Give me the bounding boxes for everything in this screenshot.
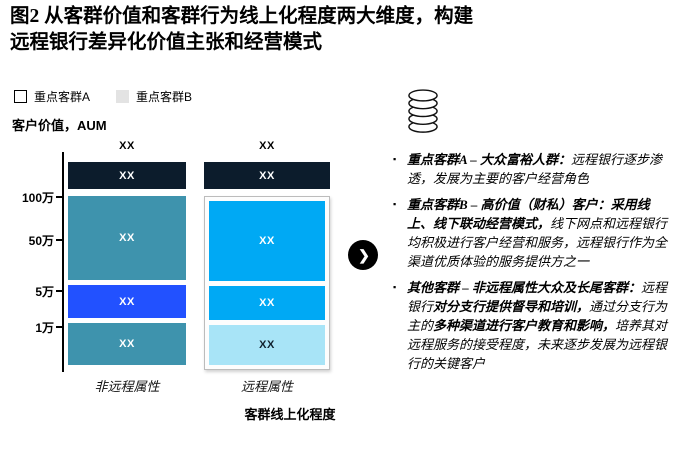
matrix-cell: XX [68, 162, 186, 189]
text-run: 对分支行提供督导和培训， [433, 299, 590, 314]
column-remote: XX XX XX XX XX [204, 140, 330, 370]
legend: 重点客群A 重点客群B [14, 88, 192, 105]
chevron-right-icon: ❯ [348, 240, 378, 270]
column-top-label: XX [259, 140, 275, 152]
bullet-icon: ▪ [393, 199, 397, 209]
text-run: 通过分支行为主的 [407, 299, 668, 333]
y-tick-label: 50万 [28, 234, 54, 248]
list-item: ▪ 重点客群A – 大众富裕人群：远程银行逐步渗透，发展为主要的客户经营角色 [393, 150, 669, 188]
y-tick-label: 1万 [35, 321, 54, 335]
coins-icon [404, 84, 442, 134]
matrix-cell: XX [209, 201, 325, 281]
y-tick-mark [56, 290, 63, 292]
legend-swatch-a [14, 90, 27, 103]
column-non-remote: XX XX XX XX XX [68, 140, 186, 365]
text-run: 远程银行逐步渗透，发展为主要的客户经营角色 [407, 152, 662, 186]
figure-title: 图2 从客群价值和客群行为线上化程度两大维度，构建远程银行差异化价值主张和经营模… [10, 6, 474, 53]
text-run: 其他客群 – 非远程属性大众及长尾客群： [407, 280, 642, 295]
y-tick-mark [56, 239, 63, 241]
chevron-glyph: ❯ [358, 246, 370, 263]
bullet-icon: ▪ [393, 154, 397, 164]
column-top-label: XX [119, 140, 135, 152]
legend-item-a: 重点客群A [14, 88, 90, 105]
y-axis-line [62, 152, 64, 372]
matrix-cell: XX [68, 196, 186, 280]
bullet-text: 重点客群B – 高价值（财私）客户：采用线上、线下联动经营模式，线下网点和远程银… [407, 195, 669, 271]
y-tick-label: 5万 [35, 285, 54, 299]
y-tick-mark [56, 196, 63, 198]
text-run: 培养其对远程服务的接受程度，未来逐步发展为远程银行的关键客户 [407, 318, 668, 371]
text-run: 线下网点和远程银行均积极进行客户经营和服务，远程银行作为全渠道优质体验的服务提供… [407, 216, 668, 269]
bullet-icon: ▪ [393, 282, 397, 292]
bullet-text: 重点客群A – 大众富裕人群：远程银行逐步渗透，发展为主要的客户经营角色 [407, 150, 669, 188]
matrix-cell: XX [68, 285, 186, 318]
text-run: 重点客群B – 高价值（财私）客户： [407, 197, 611, 212]
x-category-label-remote: 远程属性 [240, 379, 293, 394]
bullet-text: 其他客群 – 非远程属性大众及长尾客群：远程银行对分支行提供督导和培训，通过分支… [407, 278, 669, 373]
y-axis-label: 客户价值，AUM [12, 118, 107, 133]
legend-label-a: 重点客群A [34, 90, 91, 104]
x-axis-title: 客群线上化程度 [244, 407, 336, 422]
legend-swatch-b [116, 90, 130, 103]
matrix-cell: XX [68, 323, 186, 365]
matrix-cell: XX [204, 162, 330, 189]
list-item: ▪ 重点客群B – 高价值（财私）客户：采用线上、线下联动经营模式，线下网点和远… [393, 195, 669, 271]
highlight-group: XX XX XX [204, 196, 330, 370]
x-category-label-non-remote: 非远程属性 [94, 379, 160, 394]
list-item: ▪ 其他客群 – 非远程属性大众及长尾客群：远程银行对分支行提供督导和培训，通过… [393, 278, 669, 373]
legend-label-b: 重点客群B [136, 90, 193, 104]
text-run: 远程银行 [407, 280, 668, 314]
matrix-cell: XX [209, 286, 325, 320]
annotation-list: ▪ 重点客群A – 大众富裕人群：远程银行逐步渗透，发展为主要的客户经营角色 ▪… [393, 150, 669, 373]
y-tick-mark [56, 326, 63, 328]
text-run: 采用线上、线下联动经营模式， [407, 197, 650, 231]
matrix-cell: XX [209, 325, 325, 365]
text-run: 多种渠道进行客户教育和影响， [433, 318, 616, 333]
y-tick-label: 100万 [21, 191, 54, 205]
text-run: 重点客群A – 大众富裕人群： [407, 152, 571, 167]
legend-item-b: 重点客群B [116, 88, 192, 105]
